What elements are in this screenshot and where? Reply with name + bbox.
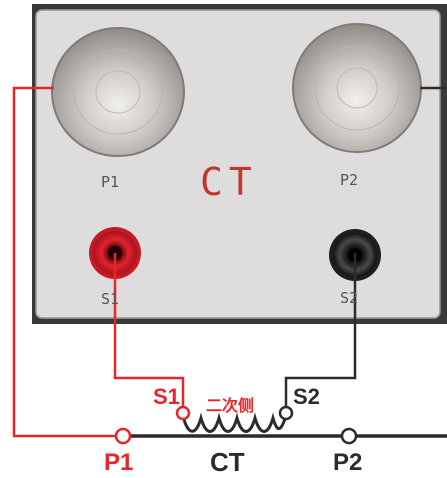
wire-p1 bbox=[12, 86, 116, 438]
diagram-label-p1: P1 bbox=[104, 449, 134, 476]
terminal-p1 bbox=[114, 427, 132, 445]
wire-s2 bbox=[284, 253, 357, 408]
knob-p1 bbox=[51, 27, 185, 157]
panel-label-p1: P1 bbox=[101, 173, 120, 191]
panel-title: CT bbox=[200, 160, 258, 204]
diagram-label-s1: S1 bbox=[153, 384, 180, 409]
panel-label-p2: P2 bbox=[340, 171, 359, 189]
diagram-label-p2: P2 bbox=[333, 449, 363, 476]
diagram-label-ct: CT bbox=[210, 447, 245, 477]
panel-label-s2: S2 bbox=[340, 289, 359, 307]
wire-s1 bbox=[113, 253, 185, 408]
panel-label-s1: S1 bbox=[101, 290, 120, 308]
diagram-label-s2: S2 bbox=[293, 384, 320, 409]
terminal-p2 bbox=[340, 427, 358, 445]
secondary-coil bbox=[181, 412, 288, 433]
terminal-s2 bbox=[278, 405, 294, 421]
diagram-label-secondary-side: 二次侧 bbox=[206, 398, 255, 415]
terminal-s1 bbox=[175, 405, 191, 421]
knob-p2 bbox=[292, 23, 422, 153]
